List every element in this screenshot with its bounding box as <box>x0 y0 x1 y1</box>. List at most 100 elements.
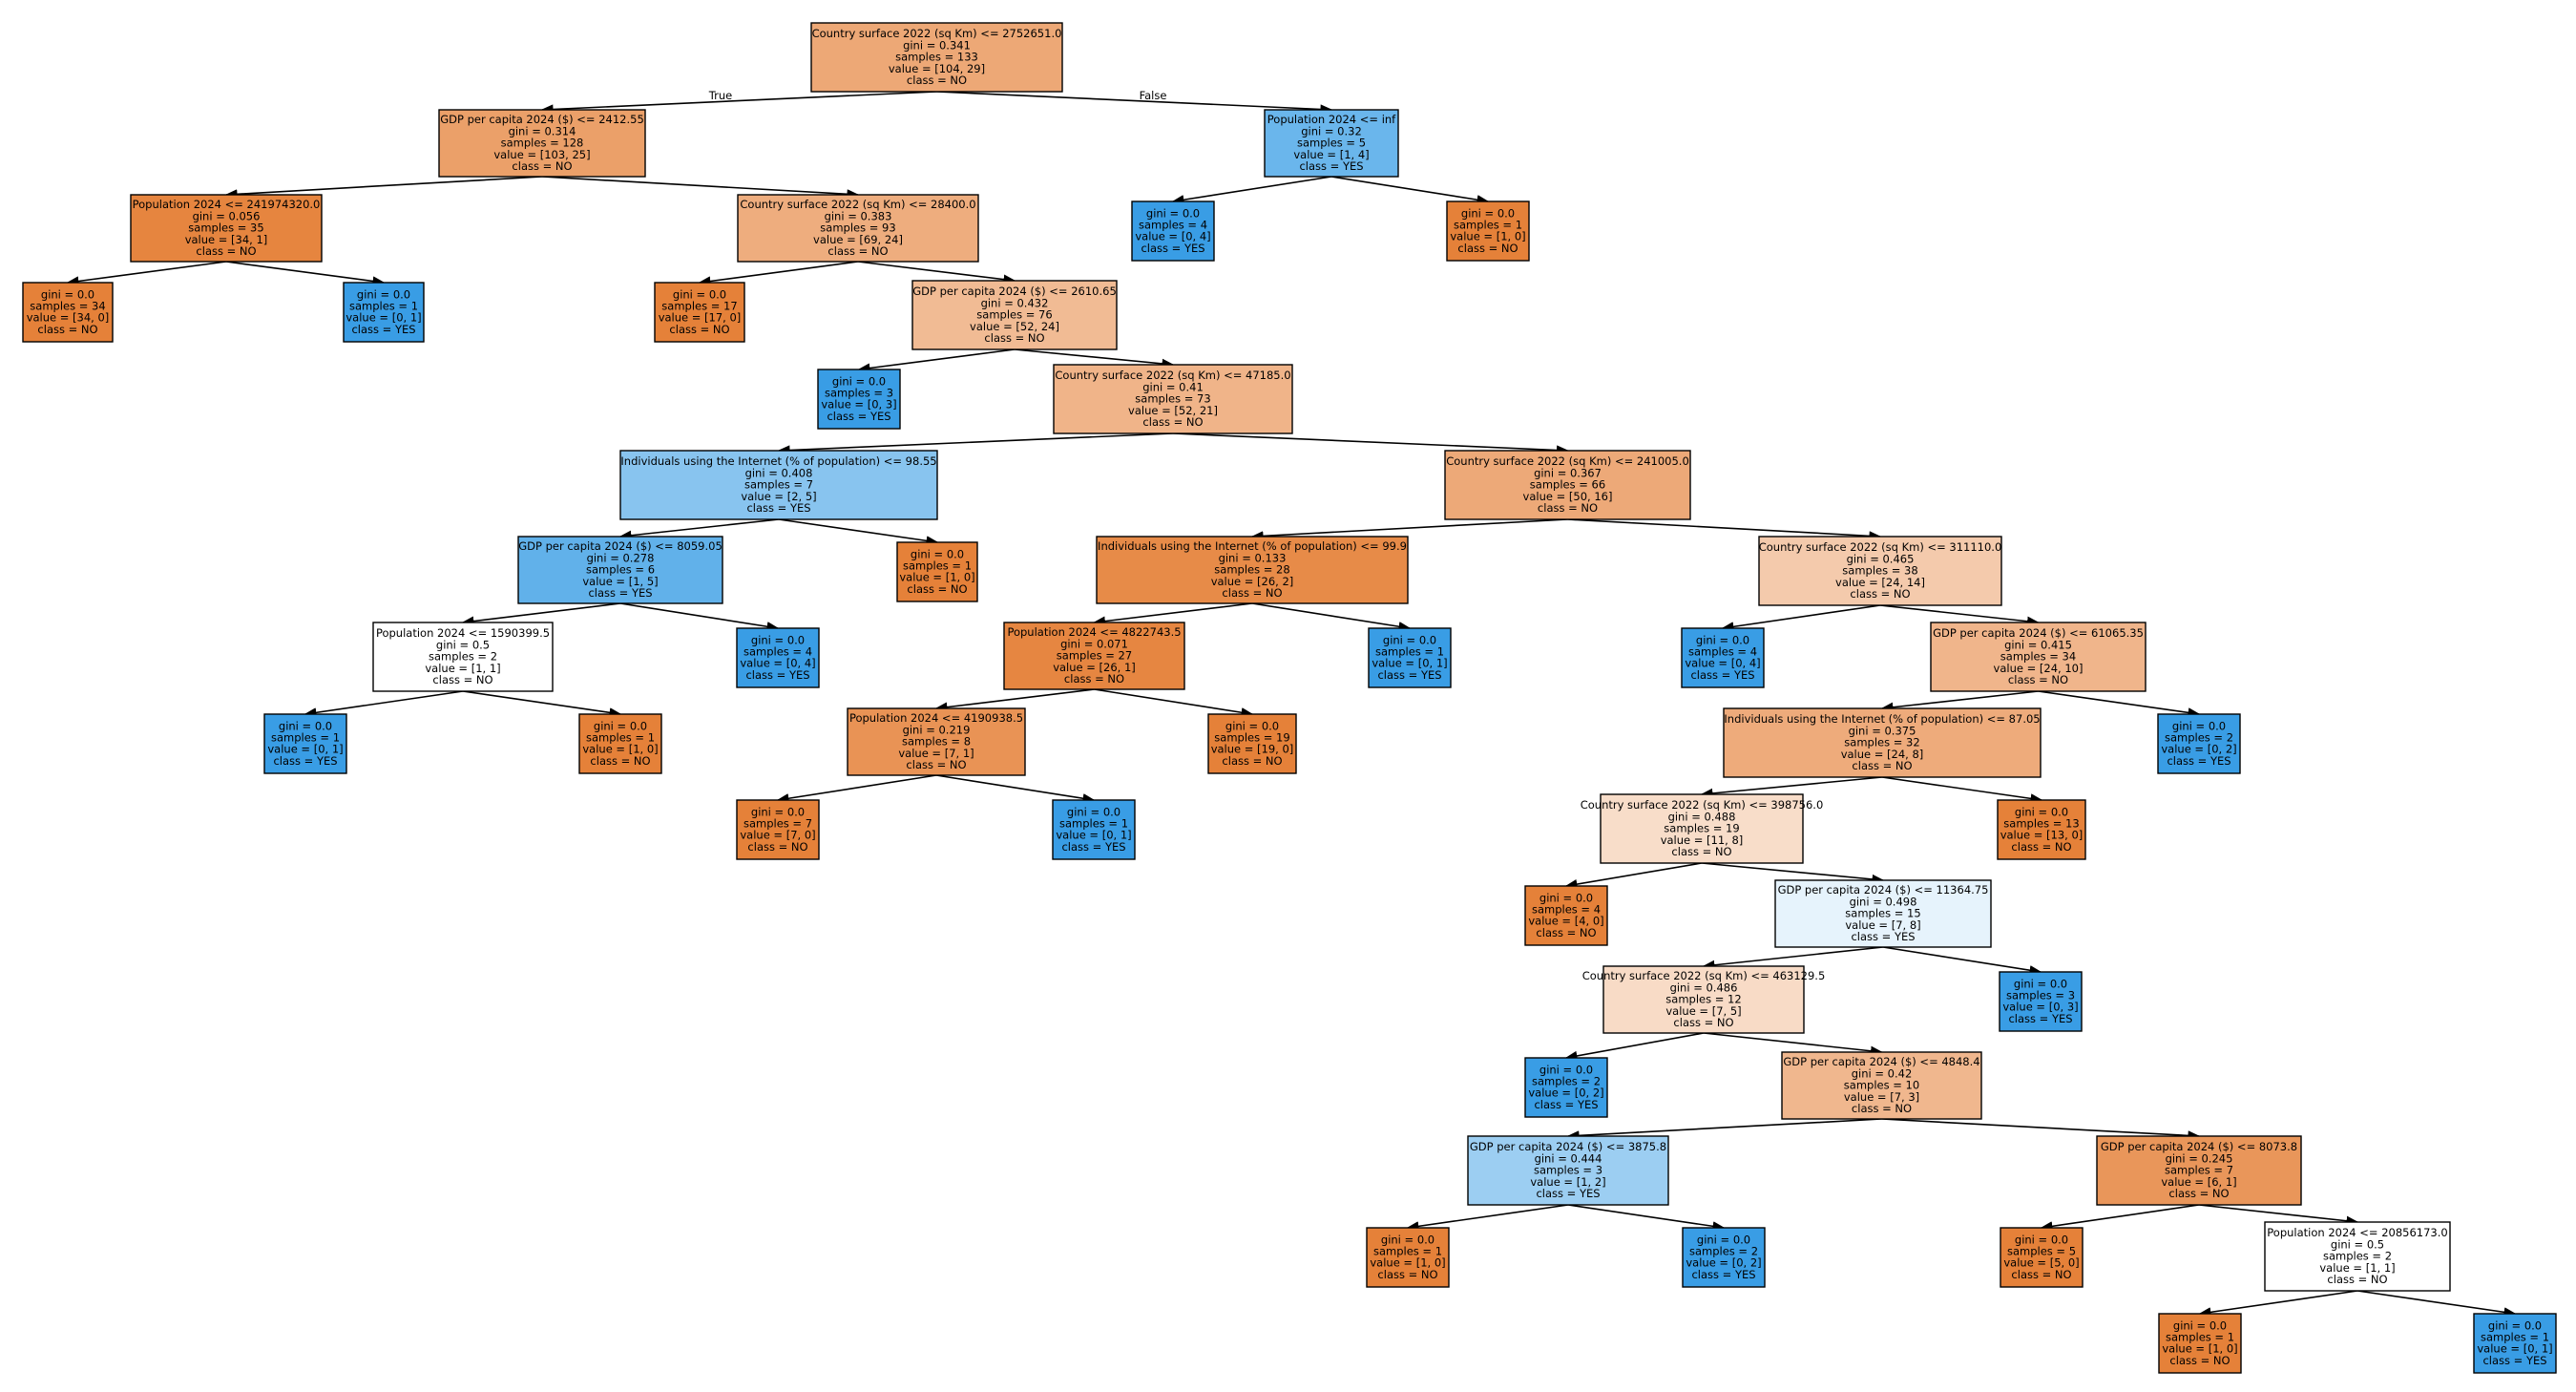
tree-edge-n5-n6 <box>698 261 859 286</box>
node-text-line: class = NO <box>1222 586 1282 600</box>
node-text-line: class = YES <box>273 754 337 768</box>
node-box <box>2157 713 2241 774</box>
node-box <box>1052 799 1136 860</box>
node-text-line: value = [0, 4] <box>1685 657 1760 670</box>
tree-edge-n7-n9 <box>1014 348 1175 369</box>
tree-edge-n27-n28 <box>1880 690 2039 712</box>
split-node-n18: Individuals using the Internet (% of pop… <box>1096 536 1409 604</box>
node-box <box>654 282 745 343</box>
node-text-line: samples = 5 <box>2007 1245 2076 1258</box>
node-box <box>1446 200 1530 262</box>
node-text-line: class = YES <box>2008 1012 2072 1025</box>
node-text-line: value = [5, 0] <box>2003 1256 2079 1270</box>
node-text-line: value = [1, 0] <box>899 571 974 584</box>
node-text-line: class = NO <box>2168 1187 2229 1200</box>
node-text-line: gini = 0.0 <box>2173 1318 2227 1332</box>
node-text-line: value = [34, 1] <box>185 233 268 246</box>
node-text-line: class = YES <box>2482 1354 2546 1367</box>
node-text-line: samples = 4 <box>743 645 812 659</box>
node-text-line: class = YES <box>351 323 415 336</box>
node-box <box>1681 627 1765 688</box>
tree-edge-n10-n11 <box>618 518 780 540</box>
node-text-line: samples = 2 <box>2165 731 2233 745</box>
node-text-line: class = YES <box>745 668 809 682</box>
node-text-line: samples = 128 <box>501 137 584 150</box>
tree-edge-n12-n13 <box>304 690 464 718</box>
node-text-line: value = [0, 1] <box>346 311 421 325</box>
node-text-line: value = [7, 8] <box>1845 918 1920 932</box>
node-text-line: class = YES <box>1690 668 1754 682</box>
node-text-line: gini = 0.0 <box>2488 1318 2542 1332</box>
tree-edge-n40-n41 <box>2198 1290 2358 1318</box>
node-text-line: samples = 34 <box>30 300 105 313</box>
node-text-line: value = [0, 2] <box>1686 1256 1761 1270</box>
node-text-line: class = NO <box>747 840 807 854</box>
node-text-line: GDP per capita 2024 ($) <= 4848.4 <box>1783 1055 1979 1068</box>
node-text-line: class = NO <box>1064 672 1124 685</box>
split-node-n17: Country surface 2022 (sq Km) <= 241005.0… <box>1444 450 1691 520</box>
node-text-line: Population 2024 <= 20856173.0 <box>2267 1226 2447 1239</box>
node-text-line: gini = 0.0 <box>2014 977 2067 990</box>
node-text-line: gini = 0.5 <box>436 638 490 651</box>
node-text-line: class = NO <box>2011 1268 2071 1281</box>
tree-edge-n0-n46 <box>936 91 1333 115</box>
node-text-line: gini = 0.488 <box>1668 810 1736 823</box>
node-text-line: class = NO <box>2008 673 2068 686</box>
node-box <box>22 282 114 343</box>
tree-edge-n46-n48 <box>1330 176 1490 205</box>
node-text-line: class = NO <box>1222 754 1282 768</box>
node-text-line: samples = 6 <box>586 563 655 577</box>
node-text-line: gini = 0.0 <box>279 719 332 732</box>
node-text-line: samples = 1 <box>2166 1331 2234 1344</box>
node-text-line: gini = 0.383 <box>825 209 892 222</box>
node-text-line: gini = 0.133 <box>1219 551 1287 564</box>
node-text-line: Population 2024 <= 4190938.5 <box>849 711 1023 725</box>
node-text-line: samples = 10 <box>1844 1079 1919 1092</box>
node-text-line: GDP per capita 2024 ($) <= 3875.8 <box>1470 1140 1666 1153</box>
node-text-line: value = [0, 2] <box>2161 743 2236 756</box>
node-text-line: gini = 0.341 <box>903 38 971 52</box>
node-text-line: class = YES <box>1536 1187 1600 1200</box>
node-text-line: samples = 32 <box>1844 736 1919 749</box>
node-text-line: gini = 0.408 <box>745 466 813 479</box>
node-box <box>343 282 425 343</box>
tree-edge-n34-n35 <box>1566 1118 1882 1141</box>
node-text-line: class = YES <box>1534 1098 1598 1111</box>
node-text-line: class = YES <box>588 586 652 600</box>
node-text-line: gini = 0.0 <box>911 547 964 560</box>
node-text-line: value = [0, 2] <box>1528 1086 1603 1100</box>
node-box <box>1781 1051 1982 1120</box>
node-text-line: samples = 34 <box>2000 650 2076 664</box>
node-box <box>810 22 1063 93</box>
node-text-line: GDP per capita 2024 ($) <= 8059.05 <box>518 539 723 553</box>
node-text-line: class = NO <box>590 754 650 768</box>
tree-edge-n28-n44 <box>1881 776 2043 804</box>
node-text-line: gini = 0.245 <box>2166 1151 2233 1165</box>
node-text-line: samples = 2 <box>1689 1245 1758 1258</box>
tree-edge-n35-n37 <box>1567 1204 1726 1232</box>
tree-edge-n18-n24 <box>1251 602 1412 632</box>
node-text-line: class = YES <box>1851 930 1915 943</box>
node-text-line: samples = 12 <box>1665 993 1741 1006</box>
tree-edge-n27-n45 <box>2038 690 2201 718</box>
node-text-line: gini = 0.0 <box>1146 206 1200 220</box>
tree-edge-n9-n17 <box>1172 432 1569 455</box>
node-box <box>2096 1135 2302 1206</box>
tree-edge-n19-n23 <box>1094 688 1254 718</box>
edge-label-true: True <box>708 89 732 102</box>
tree-edge-n12-n14 <box>462 690 622 718</box>
node-text-line: value = [0, 3] <box>2002 1001 2078 1014</box>
node-text-line: samples = 13 <box>2003 817 2079 831</box>
